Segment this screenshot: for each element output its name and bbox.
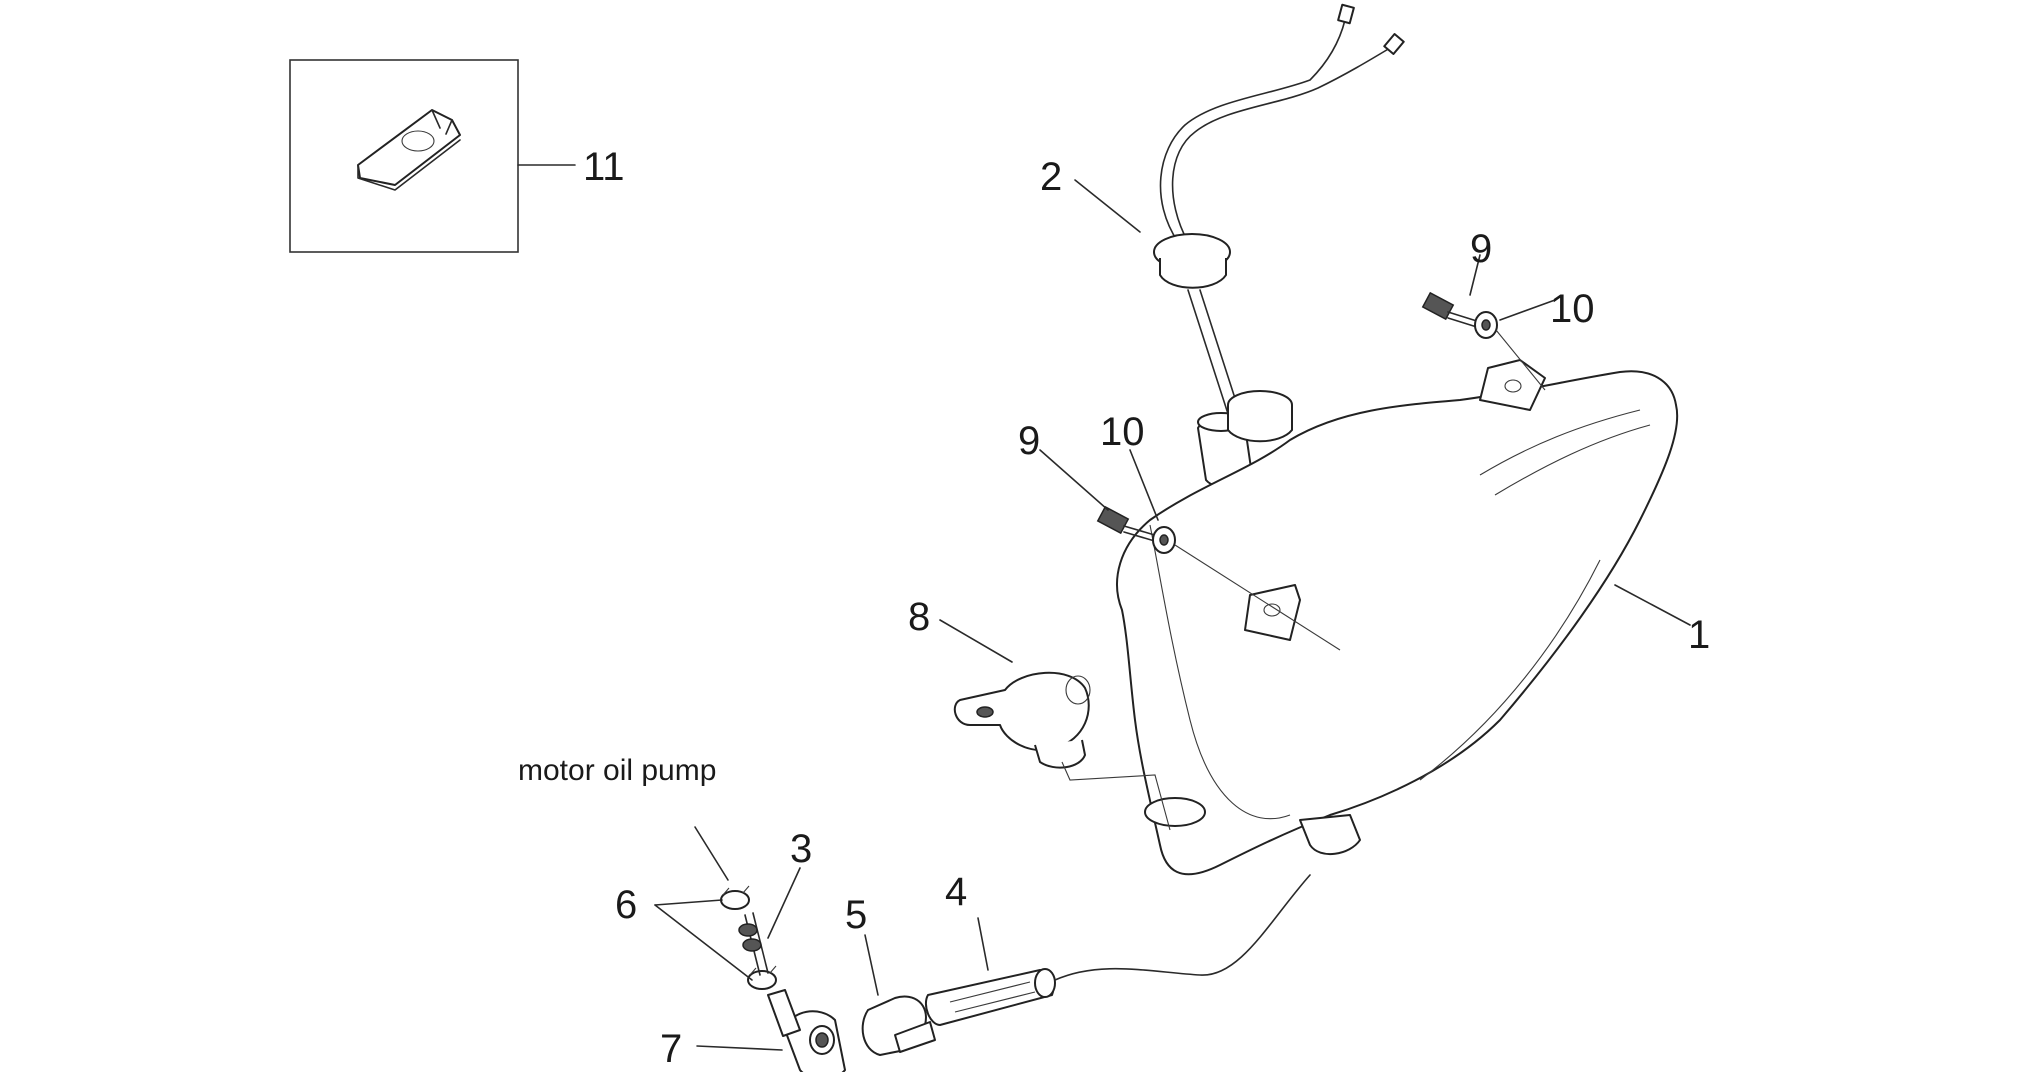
feed-hose: [1054, 874, 1311, 981]
hose-clamp-upper: [720, 885, 750, 910]
cap-ring: [861, 995, 936, 1056]
callout-6: 6: [615, 883, 637, 927]
washer-mid: [1152, 526, 1176, 554]
washer-top: [1474, 311, 1498, 339]
assembly-line-mid: [1174, 544, 1341, 651]
callout-labels: 11 2 9 10 9 10 8 1 motor oil pump 3 4 5 …: [518, 145, 1710, 1071]
speed-clip-icon: [357, 109, 461, 191]
screw-top: [1421, 291, 1481, 329]
callout-11: 11: [583, 145, 625, 189]
callout-10-mid: 10: [1100, 410, 1145, 454]
leader-lines: [654, 179, 1691, 1051]
wire-connector-a: [1337, 3, 1355, 25]
hose-clamp-lower: [747, 965, 777, 990]
callout-1: 1: [1688, 613, 1710, 657]
callout-4: 4: [945, 870, 967, 914]
filler-cap: [953, 671, 1171, 831]
callout-10-top: 10: [1550, 287, 1595, 331]
wire-connector-b: [1383, 33, 1405, 55]
assembly-line-top: [1495, 329, 1546, 391]
sensor-wire-a: [1159, 19, 1346, 243]
sensor-wire-b: [1171, 47, 1391, 243]
outlet-fitting: [767, 989, 846, 1077]
callout-8: 8: [908, 595, 930, 639]
clip-kit-box: [289, 59, 576, 253]
tank-outlet: [1144, 797, 1206, 827]
callout-5: 5: [845, 893, 867, 937]
callout-7: 7: [660, 1027, 682, 1071]
pump-hose: [738, 912, 769, 976]
callout-9-mid: 9: [1018, 419, 1040, 463]
callout-9-top: 9: [1470, 227, 1492, 271]
callout-3: 3: [790, 827, 812, 871]
pump-note: motor oil pump: [518, 754, 716, 787]
callout-2: 2: [1040, 155, 1062, 199]
oil-filter: [924, 968, 1056, 1026]
tank-bracket-rear: [1479, 359, 1546, 411]
